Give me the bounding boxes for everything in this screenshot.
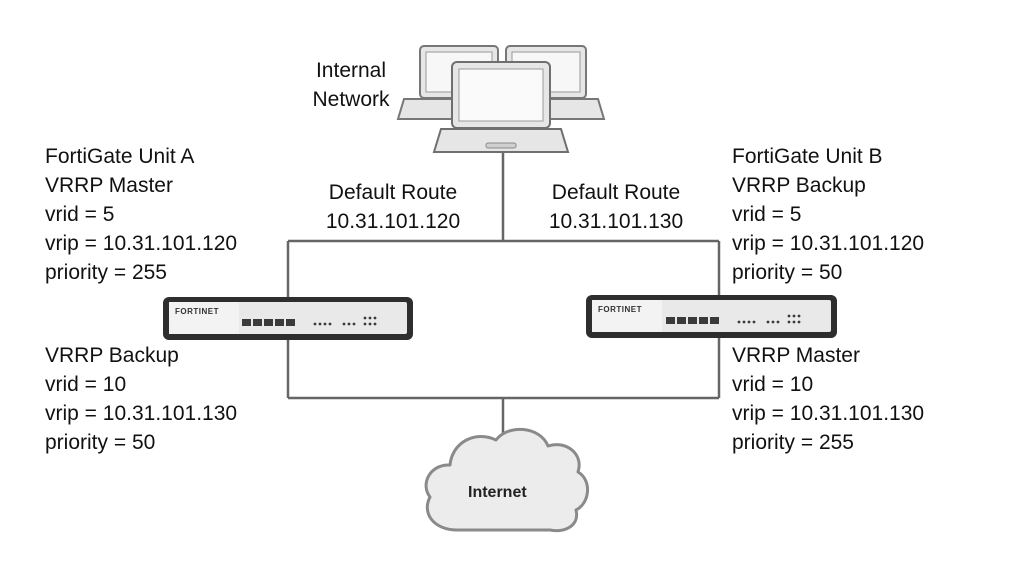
fortigate-b-device: FORTINET (586, 295, 837, 338)
unit-a-role-vrid5: VRRP Master (45, 174, 173, 197)
unit-a-vrid5: vrid = 5 (45, 203, 115, 226)
unit-a-priority5: priority = 255 (45, 261, 167, 284)
unit-a-vrid10: vrid = 10 (45, 373, 127, 396)
route-b-title: Default Route (551, 181, 681, 204)
internet-label: Internet (468, 484, 527, 501)
unit-b-name: FortiGate Unit B (732, 145, 883, 168)
unit-b-top-info: FortiGate Unit B VRRP Backup vrid = 5 vr… (732, 142, 924, 287)
laptop-icon (432, 61, 570, 153)
unit-a-name: FortiGate Unit A (45, 145, 195, 168)
unit-a-vrip5: vrip = 10.31.101.120 (45, 232, 238, 255)
route-a-title: Default Route (328, 181, 458, 204)
internal-network-label: Internal Network (300, 56, 402, 114)
default-route-a-label: Default Route 10.31.101.120 (298, 178, 488, 236)
unit-b-priority5: priority = 50 (732, 261, 843, 284)
unit-b-vrip10: vrip = 10.31.101.130 (732, 402, 925, 425)
unit-b-vrid5: vrid = 5 (732, 203, 802, 226)
route-b-ip: 10.31.101.130 (548, 210, 684, 233)
unit-b-priority10: priority = 255 (732, 431, 854, 454)
fortigate-a-device: FORTINET (163, 297, 413, 340)
unit-a-priority10: priority = 50 (45, 431, 156, 454)
unit-a-vrip10: vrip = 10.31.101.130 (45, 402, 238, 425)
unit-b-vrip5: vrip = 10.31.101.120 (732, 232, 925, 255)
route-a-ip: 10.31.101.120 (325, 210, 461, 233)
fortinet-logo-a: FORTINET (175, 307, 219, 316)
internal-network-line1: Internal (315, 59, 387, 82)
cloud-icon (424, 427, 589, 533)
unit-b-role-vrid10: VRRP Master (732, 344, 860, 367)
internal-network-line2: Network (312, 88, 390, 111)
unit-b-bottom-info: VRRP Master vrid = 10 vrip = 10.31.101.1… (732, 341, 924, 457)
unit-b-role-vrid5: VRRP Backup (732, 174, 866, 197)
unit-a-bottom-info: VRRP Backup vrid = 10 vrip = 10.31.101.1… (45, 341, 237, 457)
fortinet-logo-b: FORTINET (598, 305, 642, 314)
unit-b-vrid10: vrid = 10 (732, 373, 814, 396)
connection-lines (286, 150, 721, 440)
default-route-b-label: Default Route 10.31.101.130 (521, 178, 711, 236)
unit-a-role-vrid10: VRRP Backup (45, 344, 179, 367)
unit-a-top-info: FortiGate Unit A VRRP Master vrid = 5 vr… (45, 142, 237, 287)
